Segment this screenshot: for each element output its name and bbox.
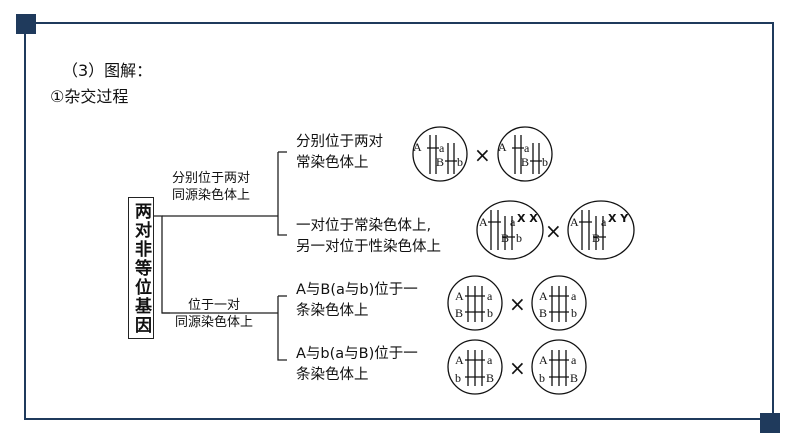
leaf-line: 另一对位于性染色体上 — [296, 239, 441, 255]
sex-chromosome-label: X X — [517, 212, 538, 225]
leaf-line: 常染色体上 — [296, 155, 369, 171]
leaf-sex-chromosome: 一对位于常染色体上, 另一对位于性染色体上 — [296, 216, 441, 258]
slide-frame — [24, 22, 774, 420]
branch-label-line: 同源染色体上 — [175, 315, 254, 330]
section-heading: （3）图解： — [62, 61, 153, 80]
branch-label-line: 位于一对 — [188, 298, 241, 313]
leaf-autosomes: 分别位于两对 常染色体上 — [296, 132, 383, 174]
leaf-Ab-linked: A与b(a与B)位于一 条染色体上 — [296, 344, 418, 386]
allele-label: A — [413, 140, 422, 154]
allele-label: b — [571, 306, 577, 320]
allele-label: a — [487, 353, 493, 367]
allele-label: a — [571, 289, 577, 303]
leaf-line: 条染色体上 — [296, 303, 369, 319]
root-node-box: 两对非等位基因 — [128, 197, 154, 339]
allele-label: a — [487, 289, 493, 303]
cell-circle — [447, 339, 503, 395]
leaf-AB-linked: A与B(a与b)位于一 条染色体上 — [296, 280, 418, 322]
allele-label: A — [539, 289, 548, 303]
allele-label: B — [455, 306, 463, 320]
cell-circle — [447, 275, 503, 331]
leaf-line: 条染色体上 — [296, 367, 369, 383]
allele-label: B — [539, 306, 547, 320]
cross-sign: × — [509, 292, 526, 316]
cross-sign: × — [474, 143, 491, 167]
allele-label: A — [570, 215, 579, 229]
allele-label: A — [539, 353, 548, 367]
allele-label: a — [510, 215, 516, 229]
cell-circle — [567, 200, 635, 260]
corner-decoration-top-left — [16, 14, 36, 34]
allele-label: B — [592, 231, 600, 245]
cross-sign: × — [509, 356, 526, 380]
cell-circle — [497, 126, 553, 182]
allele-label: b — [516, 231, 522, 245]
leaf-line: A与b(a与B)位于一 — [296, 346, 418, 362]
allele-label: b — [487, 306, 493, 320]
section-subheading: ①杂交过程 — [50, 87, 129, 106]
allele-label: b — [539, 371, 545, 385]
allele-label: B — [436, 155, 444, 169]
branch-label-line: 同源染色体上 — [172, 188, 251, 203]
allele-label: B — [570, 371, 578, 385]
allele-label: a — [524, 141, 530, 155]
allele-label: a — [601, 215, 607, 229]
cell-circle — [412, 126, 468, 182]
branch-label-line: 分别位于两对 — [172, 171, 251, 186]
allele-label: b — [455, 371, 461, 385]
allele-label: A — [498, 140, 507, 154]
sex-chromosome-label: X Y — [608, 212, 629, 225]
branch-label-one-pair: 位于一对 同源染色体上 — [175, 297, 253, 331]
leaf-line: 一对位于常染色体上, — [296, 218, 432, 234]
leaf-line: A与B(a与b)位于一 — [296, 282, 418, 298]
leaf-line: 分别位于两对 — [296, 134, 383, 150]
allele-label: B — [521, 155, 529, 169]
allele-label: B — [486, 371, 494, 385]
cell-circle — [531, 339, 587, 395]
allele-label: A — [455, 353, 464, 367]
allele-label: A — [455, 289, 464, 303]
cell-circle — [531, 275, 587, 331]
allele-label: b — [542, 155, 548, 169]
cross-sign: × — [545, 219, 562, 243]
allele-label: A — [479, 215, 488, 229]
branch-label-two-pairs: 分别位于两对 同源染色体上 — [172, 170, 250, 204]
root-node-label: 两对非等位基因 — [131, 201, 151, 335]
allele-label: b — [457, 155, 463, 169]
allele-label: a — [571, 353, 577, 367]
cell-circle — [476, 200, 544, 260]
allele-label: B — [501, 231, 509, 245]
corner-decoration-bottom-right — [760, 413, 780, 433]
allele-label: a — [439, 141, 445, 155]
